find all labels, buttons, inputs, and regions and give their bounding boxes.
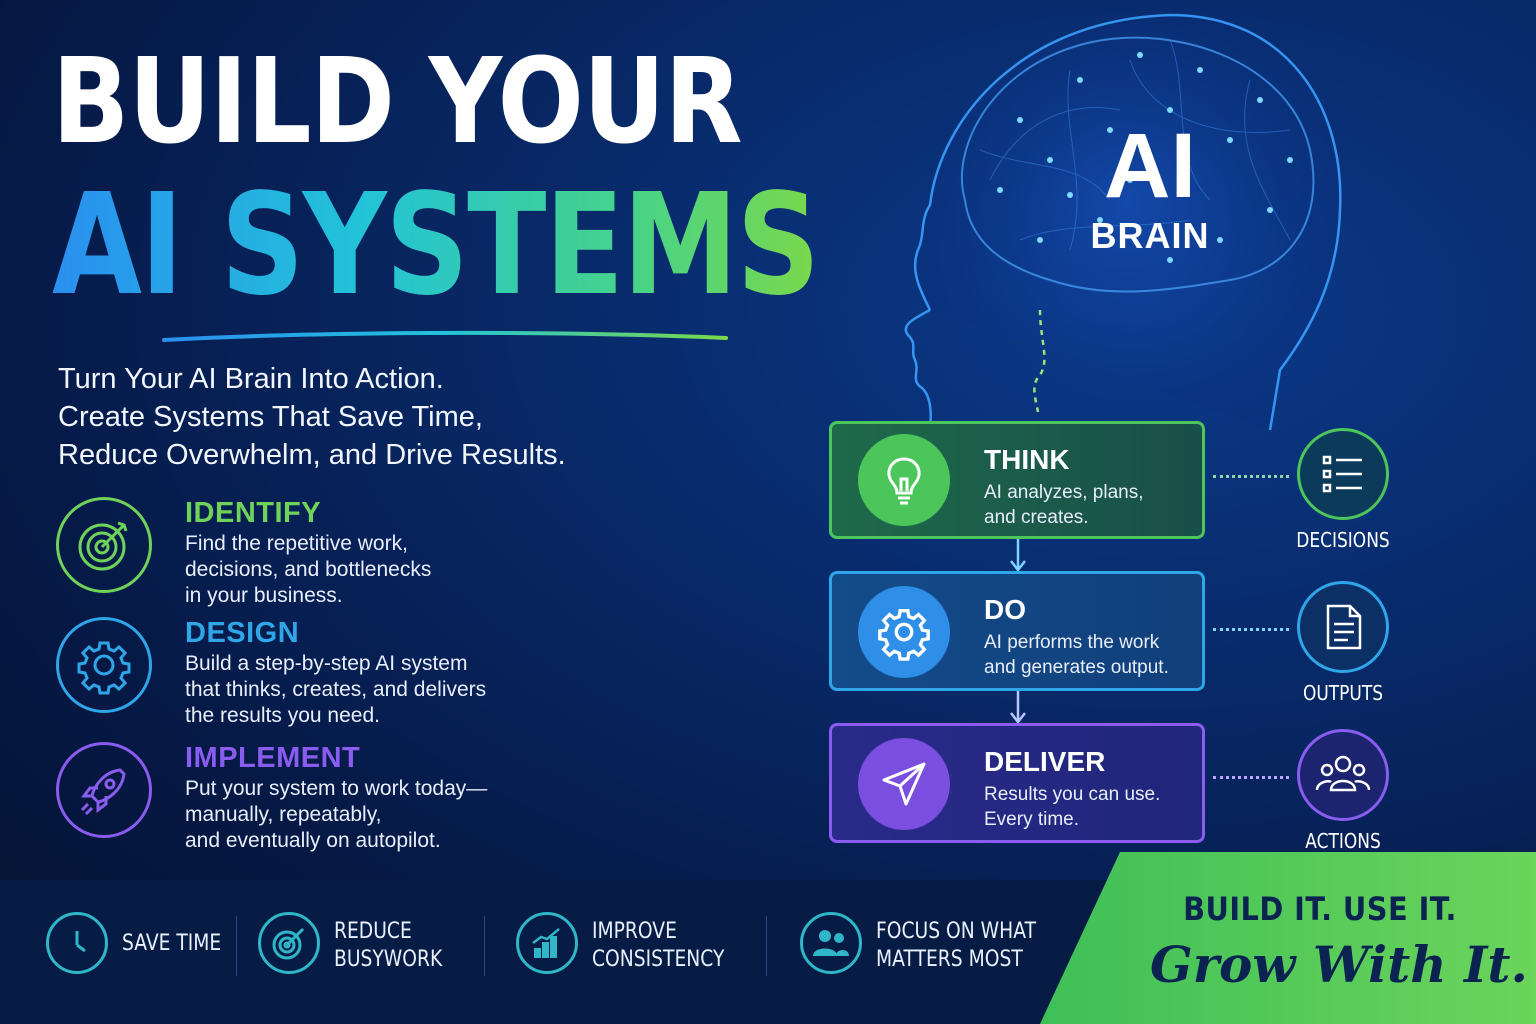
step-desc-line: in your business. — [185, 584, 343, 607]
lightbulb-icon — [858, 434, 950, 526]
cta-panel — [1040, 852, 1536, 1024]
step-desc-line: the results you need. — [185, 704, 380, 727]
side-label: ACTIONS — [1305, 829, 1381, 853]
cta-tagline: BUILD IT. USE IT. — [1183, 890, 1457, 928]
benefit-label-line: BUSYWORK — [334, 947, 443, 972]
headline-line-1: BUILD YOUR — [52, 32, 743, 170]
step-title: IMPLEMENT — [185, 742, 361, 774]
people-icon — [1297, 729, 1389, 821]
step-description: Build a step-by-step AI system that thin… — [185, 651, 605, 729]
benefit-reduce-busywork: REDUCE BUSYWORK — [258, 912, 468, 976]
flow-step-do: DO AI performs the work and generates ou… — [829, 571, 1205, 691]
benefit-label-line: REDUCE — [334, 919, 412, 944]
gear-icon — [56, 617, 152, 713]
rocket-icon — [56, 742, 152, 838]
benefit-improve-consistency: IMPROVE CONSISTENCY — [516, 912, 756, 976]
headline-underline — [162, 330, 728, 342]
people-icon — [800, 912, 862, 974]
divider — [484, 916, 485, 976]
step-desc-line: Build a step-by-step AI system — [185, 652, 468, 675]
divider — [236, 916, 237, 976]
side-label: OUTPUTS — [1302, 681, 1384, 705]
side-label: DECISIONS — [1296, 528, 1390, 552]
step-identify: IDENTIFY Find the repetitive work, decis… — [56, 497, 616, 617]
step-desc-line: that thinks, creates, and delivers — [185, 678, 487, 701]
dotted-connector — [1213, 776, 1289, 779]
target-icon — [56, 497, 152, 593]
step-design: DESIGN Build a step-by-step AI system th… — [56, 617, 616, 737]
flow-desc-line: AI analyzes, plans, — [984, 482, 1144, 503]
step-desc-line: Put your system to work today— — [185, 777, 488, 800]
benefit-label-line: FOCUS ON WHAT — [876, 919, 1037, 944]
dotted-connector — [1213, 628, 1289, 631]
step-description: Put your system to work today— manually,… — [185, 776, 605, 854]
flow-title: DELIVER — [984, 746, 1106, 777]
document-icon — [1297, 581, 1389, 673]
benefit-label: FOCUS ON WHAT MATTERS MOST — [876, 918, 1036, 974]
arrow-down-icon — [1010, 691, 1026, 725]
flow-desc-line: and generates output. — [984, 657, 1169, 678]
subtitle-line: Reduce Overwhelm, and Drive Results. — [58, 439, 566, 471]
checklist-icon — [1297, 428, 1389, 520]
flow-desc-line: Every time. — [984, 809, 1080, 830]
step-desc-line: manually, repeatably, — [185, 803, 382, 826]
flow-desc-line: and creates. — [984, 507, 1089, 528]
subtitle-line: Create Systems That Save Time, — [58, 401, 483, 433]
benefit-label: REDUCE BUSYWORK — [334, 918, 442, 974]
benefit-save-time: SAVE TIME — [46, 912, 226, 976]
benefit-label-line: MATTERS MOST — [876, 947, 1023, 972]
step-title: IDENTIFY — [185, 497, 322, 529]
flow-description: AI analyzes, plans, and creates. — [984, 480, 1143, 530]
headline-line-2: AI SYSTEMS — [52, 164, 820, 327]
flow-description: Results you can use. Every time. — [984, 782, 1160, 832]
flow-desc-line: AI performs the work — [984, 632, 1160, 653]
flow-step-think: THINK AI analyzes, plans, and creates. — [829, 421, 1205, 539]
divider — [766, 916, 767, 976]
step-desc-line: and eventually on autopilot. — [185, 829, 441, 852]
benefit-label: IMPROVE CONSISTENCY — [592, 918, 724, 974]
step-desc-line: decisions, and bottlenecks — [185, 558, 432, 581]
step-desc-line: Find the repetitive work, — [185, 532, 408, 555]
subtitle: Turn Your AI Brain Into Action. Create S… — [58, 360, 698, 474]
paper-plane-icon — [858, 738, 950, 830]
subtitle-line: Turn Your AI Brain Into Action. — [58, 363, 444, 395]
cta-script-tagline: Grow With It. — [1150, 935, 1528, 994]
dotted-connector — [1213, 475, 1289, 478]
head-brain-illustration — [904, 13, 1342, 430]
flow-title: THINK — [984, 444, 1070, 475]
arrow-down-icon — [1010, 539, 1026, 573]
flow-title: DO — [984, 594, 1026, 625]
target-icon — [258, 912, 320, 974]
flow-step-deliver: DELIVER Results you can use. Every time. — [829, 723, 1205, 843]
flow-desc-line: Results you can use. — [984, 784, 1161, 805]
benefit-label-line: IMPROVE — [592, 919, 677, 944]
brain-label: BRAIN — [1090, 215, 1210, 256]
benefit-label-line: CONSISTENCY — [592, 947, 725, 972]
clock-icon — [46, 912, 108, 974]
flow-description: AI performs the work and generates outpu… — [984, 630, 1169, 680]
benefit-focus: FOCUS ON WHAT MATTERS MOST — [800, 912, 1060, 976]
step-title: DESIGN — [185, 617, 300, 649]
step-implement: IMPLEMENT Put your system to work today—… — [56, 742, 616, 862]
brain-title: AI — [1104, 115, 1196, 217]
gear-icon — [858, 586, 950, 678]
step-description: Find the repetitive work, decisions, and… — [185, 531, 605, 609]
benefit-label: SAVE TIME — [122, 931, 222, 956]
bar-chart-icon — [516, 912, 578, 974]
